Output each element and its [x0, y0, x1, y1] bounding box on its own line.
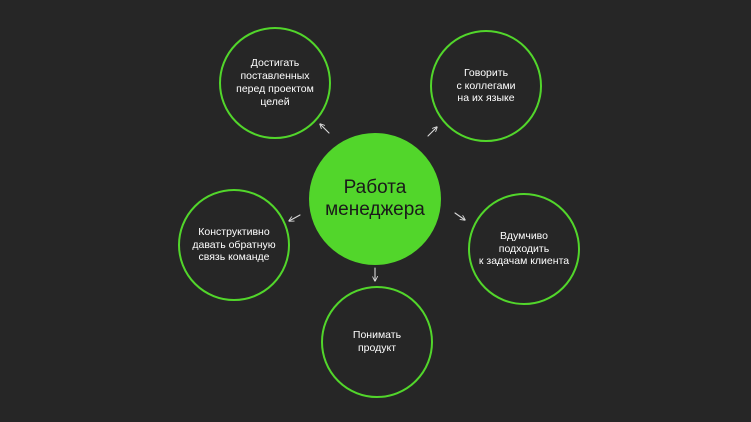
node-product: Понимать продукт: [321, 286, 433, 398]
arrow-to-tasks-icon: [454, 212, 465, 220]
arrow-to-goals-icon: [320, 124, 330, 134]
arrow-to-colleagues-icon: [427, 127, 437, 137]
node-tasks: Вдумчиво подходить к задачам клиента: [468, 193, 580, 305]
center-node: Работа менеджера: [309, 133, 441, 265]
center-node-label: Работа менеджера: [325, 177, 425, 220]
arrow-to-feedback-icon: [289, 214, 301, 221]
node-feedback-label: Конструктивно давать обратную связь кома…: [192, 225, 276, 264]
node-tasks-label: Вдумчиво подходить к задачам клиента: [478, 229, 570, 268]
node-colleagues-label: Говорить с коллегами на их языке: [456, 66, 516, 105]
node-goals-label: Достигать поставленных перед проектом це…: [236, 57, 314, 108]
node-feedback: Конструктивно давать обратную связь кома…: [178, 189, 290, 301]
node-product-label: Понимать продукт: [352, 329, 402, 354]
node-goals: Достигать поставленных перед проектом це…: [219, 27, 331, 139]
node-colleagues: Говорить с коллегами на их языке: [430, 30, 542, 142]
